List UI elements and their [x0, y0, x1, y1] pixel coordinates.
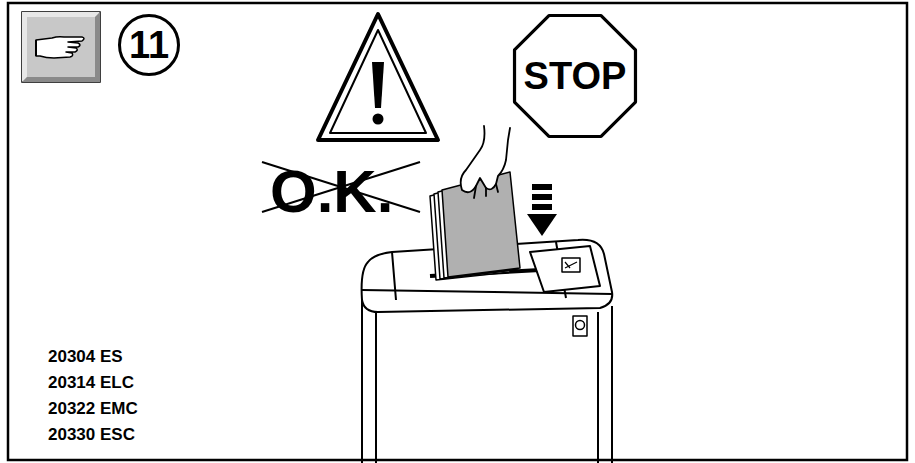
crossed-out-text: O.K.: [270, 162, 393, 222]
model-number: 20322 EMC: [48, 400, 138, 417]
hand: [461, 126, 510, 198]
stop-sign: STOP: [512, 13, 638, 139]
hand-icon: [22, 12, 100, 82]
model-number: 20314 ELC: [48, 374, 134, 391]
sign-text: 11: [129, 26, 169, 64]
octagon-outline: [515, 16, 636, 137]
model-number: 20330 ESC: [48, 426, 135, 443]
warning-sign: [318, 14, 438, 140]
sign-text: STOP: [524, 57, 627, 95]
frame: [8, 3, 907, 460]
paper-stack: [430, 172, 520, 280]
callout-number: 11: [118, 14, 180, 76]
insert-arrow: [527, 184, 557, 236]
model-number: 20304 ES: [48, 348, 123, 365]
